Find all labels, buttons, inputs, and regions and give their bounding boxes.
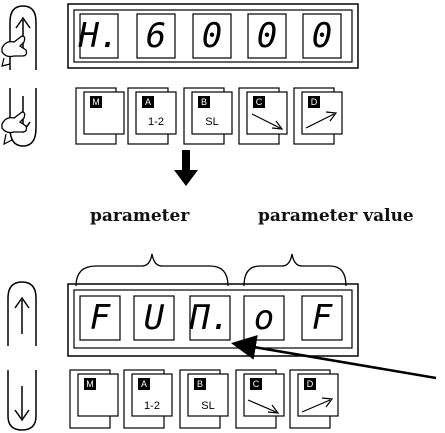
display-digit-4: 0 — [256, 16, 278, 56]
display-digit-3: 0 — [201, 16, 223, 56]
key-tag-c-bottom: C — [250, 378, 262, 390]
key-sub-b: SL — [205, 116, 219, 128]
key-tag-c: C — [253, 96, 265, 108]
up-button-bottom[interactable] — [7, 281, 37, 346]
ramp-up-arrow-icon — [305, 111, 338, 129]
label-parameter-value: parameter value — [258, 206, 414, 226]
display-char-4: o — [253, 298, 275, 338]
ramp-up-arrow-icon — [301, 397, 334, 413]
key-tag-d-bottom: D — [304, 378, 316, 390]
display-digit-2: 6 — [145, 16, 167, 56]
key-tag-m-bottom: M — [84, 378, 96, 390]
up-arrow-icon — [14, 296, 30, 334]
key-tag-d: D — [308, 96, 320, 108]
brace-parameter — [75, 253, 229, 287]
key-tag-b-bottom: B — [194, 378, 206, 390]
key-sub-a: 1-2 — [148, 116, 164, 128]
ramp-down-arrow-icon — [247, 399, 280, 414]
display-digit-1: H. — [78, 16, 120, 56]
display-char-3: Π. — [189, 298, 231, 338]
display-char-5: F — [311, 298, 333, 338]
key-tag-b: B — [198, 96, 210, 108]
display-char-1: F — [89, 298, 111, 338]
down-thick-arrow-icon — [174, 150, 198, 186]
pointing-hand-icon — [1, 35, 28, 67]
key-tag-a: A — [142, 96, 154, 108]
label-parameter: parameter — [90, 206, 190, 226]
key-sub-b-bottom: SL — [201, 400, 215, 412]
display-panel-bottom — [67, 283, 359, 357]
down-arrow-icon — [14, 386, 30, 422]
display-char-2: U — [143, 298, 165, 338]
down-button-bottom[interactable] — [7, 370, 37, 431]
display-digit-5: 0 — [311, 16, 333, 56]
brace-parameter-value — [243, 253, 347, 287]
display-panel-top — [67, 3, 359, 69]
key-tag-a-bottom: A — [138, 378, 150, 390]
key-tag-m: M — [90, 96, 102, 108]
key-sub-a-bottom: 1-2 — [144, 400, 160, 412]
pointing-hand-icon — [1, 111, 28, 146]
ramp-down-arrow-icon — [251, 113, 284, 130]
pointer-arrow — [231, 335, 437, 380]
